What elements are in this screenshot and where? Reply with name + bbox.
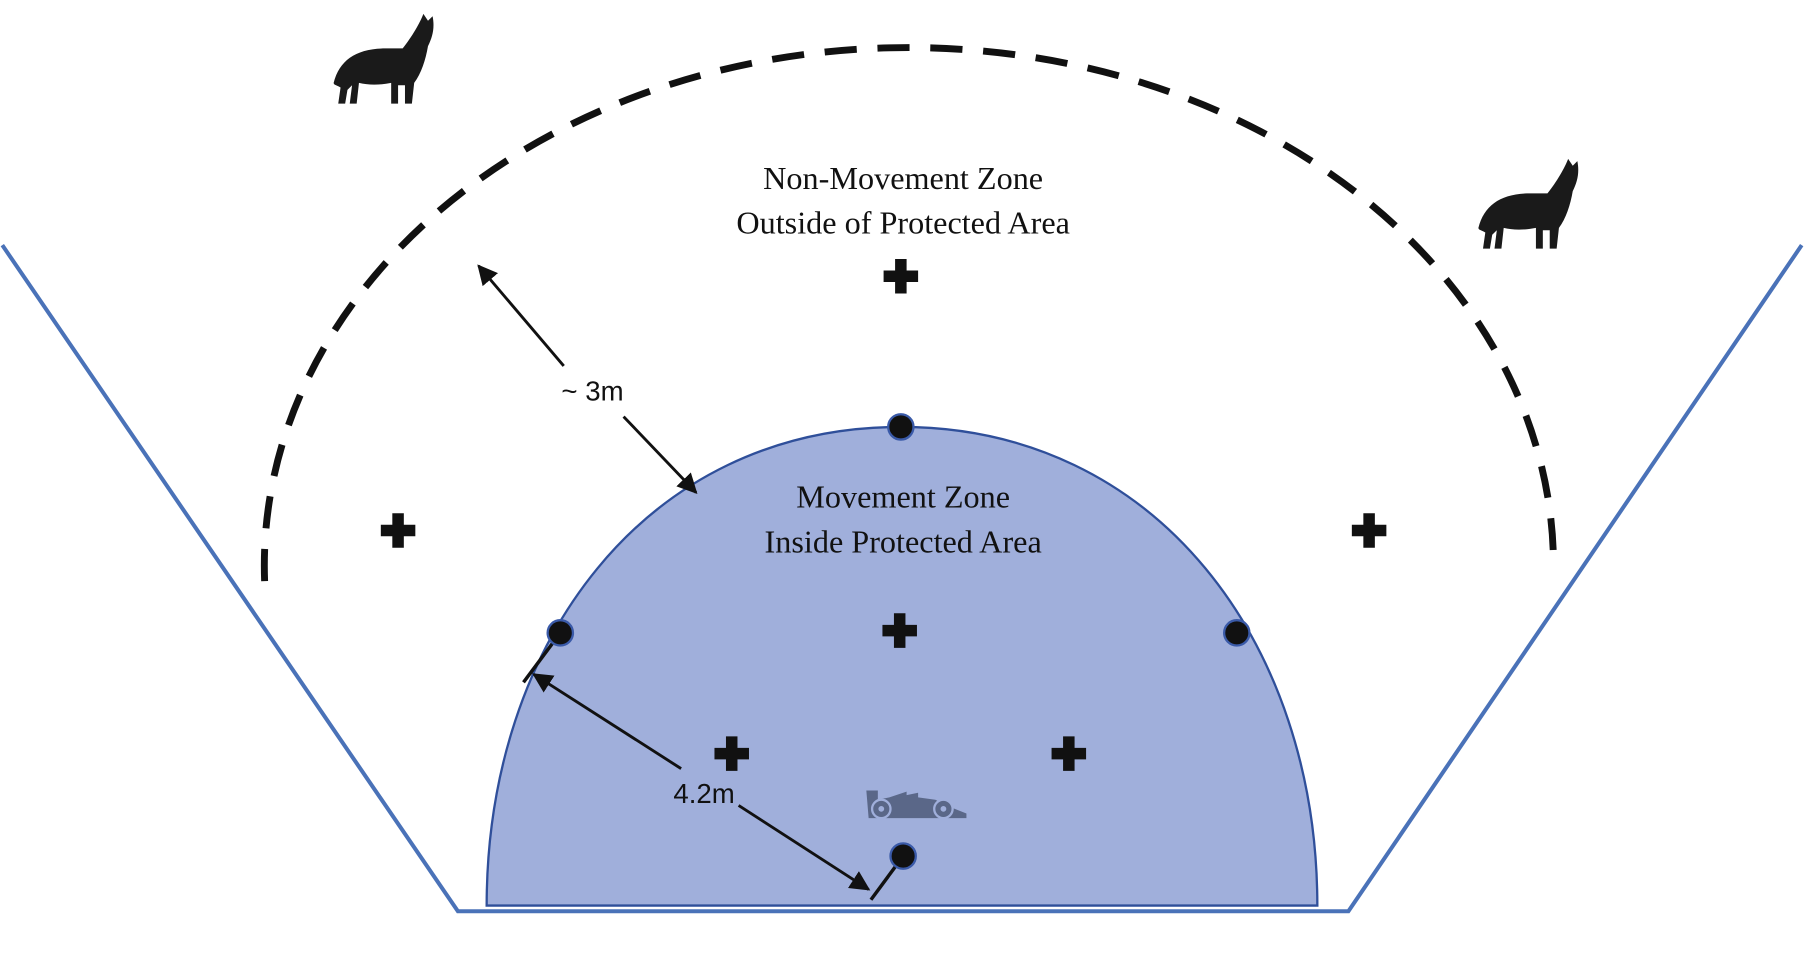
inner-zone-label: Movement Zone <box>796 478 1010 514</box>
boundary-lines <box>0 244 1804 914</box>
race-car-icon <box>866 790 967 820</box>
sensor-dot-icon <box>546 619 575 647</box>
outer-distance-label: ~ 3m <box>561 375 623 406</box>
sensor-dot-icon <box>1222 619 1251 647</box>
inner-zone-sublabel: Inside Protected Area <box>765 523 1042 559</box>
plus-icon <box>883 258 919 294</box>
sensor-dot-icon <box>889 842 917 870</box>
outer-zone-sublabel: Outside of Protected Area <box>736 205 1070 241</box>
wolf-icon <box>1478 158 1579 249</box>
plus-icon <box>380 513 416 548</box>
sensor-dot-icon <box>887 413 915 441</box>
non-movement-zone-boundary <box>260 44 1557 582</box>
wolf-icon <box>333 13 434 104</box>
distance-arrow <box>477 264 565 367</box>
inner-radius-label: 4.2m <box>673 778 734 809</box>
radius-arrow <box>532 673 682 770</box>
outer-zone-label: Non-Movement Zone <box>763 160 1043 196</box>
radius-arrow <box>737 804 871 891</box>
distance-arrow <box>622 415 698 494</box>
plus-icon <box>1351 513 1387 548</box>
